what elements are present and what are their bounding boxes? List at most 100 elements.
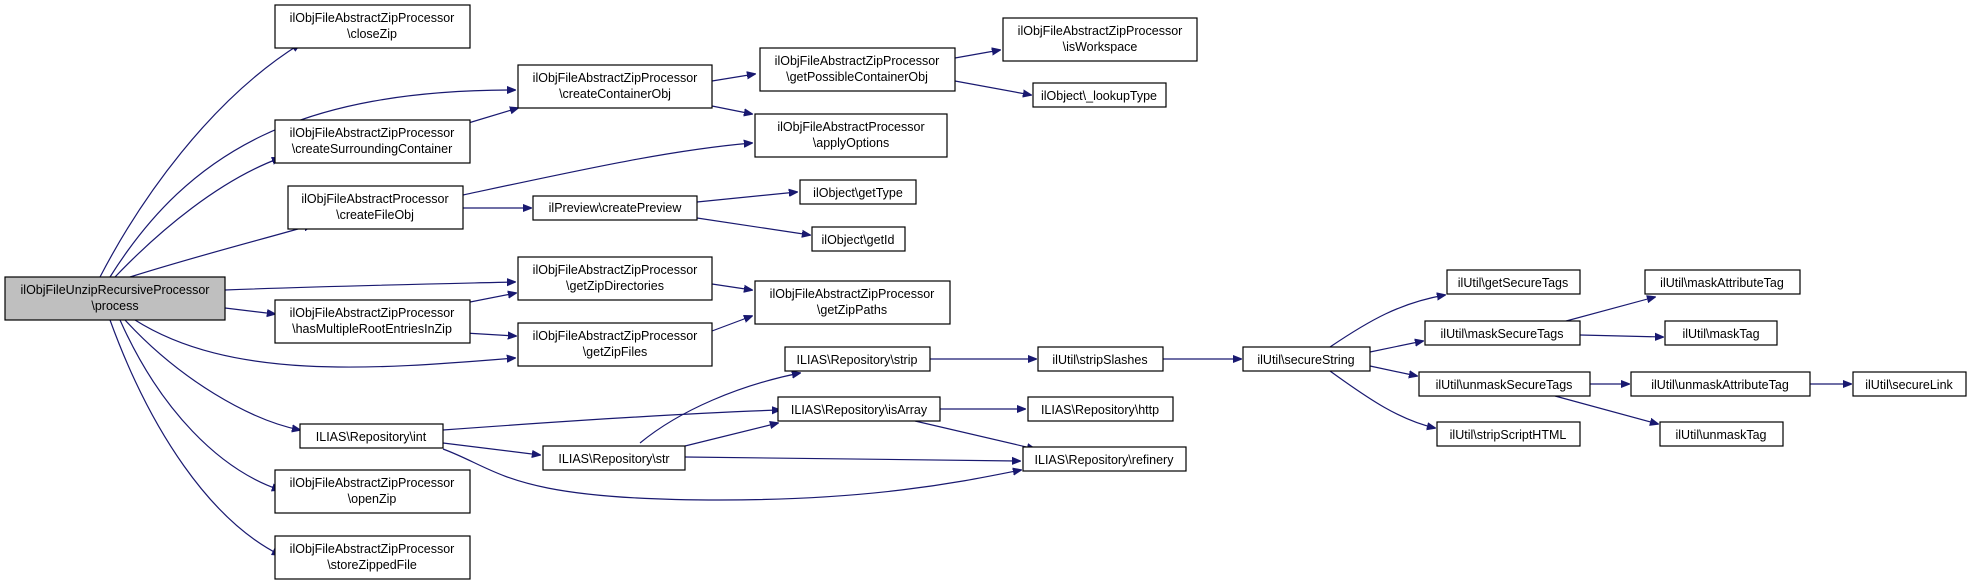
node-maskAttributeTag[interactable]: ilUtil\maskAttributeTag (1644, 269, 1801, 295)
edge-getPossibleContainerObj-to-isWorkspace (954, 50, 1000, 59)
node-secureString-line1: ilUtil\secureString (1257, 353, 1354, 367)
node-secureLink[interactable]: ilUtil\secureLink (1852, 371, 1967, 397)
node-repoInt-line1: ILIAS\Repository\int (316, 430, 427, 444)
node-getZipPaths-line2: \getZipPaths (817, 303, 887, 317)
edge-secureString-to-unmaskSecureTags (1369, 365, 1417, 376)
edge-repoStr-to-repoIsArray (684, 423, 778, 447)
node-unmaskTag-line1: ilUtil\unmaskTag (1675, 428, 1766, 442)
node-hasMultiple-line2: \hasMultipleRootEntriesInZip (292, 322, 452, 336)
node-createFileObj[interactable]: ilObjFileAbstractProcessor \createFileOb… (287, 185, 464, 230)
node-getZipFiles-line2: \getZipFiles (583, 345, 648, 359)
edge-root-to-closeZip (99, 44, 300, 278)
node-getZipDirectories[interactable]: ilObjFileAbstractZipProcessor \getZipDir… (517, 256, 713, 301)
edge-createContainerObj-to-getPossibleContainerObj (711, 74, 755, 82)
node-getId-line1: ilObject\getId (822, 233, 895, 247)
node-closeZip[interactable]: ilObjFileAbstractZipProcessor \closeZip (274, 4, 471, 49)
edge-repoStr-to-repoRefinery (684, 456, 1020, 461)
edge-root-to-createContainerObj (109, 90, 515, 278)
node-hasMultipleRootEntriesInZip[interactable]: ilObjFileAbstractZipProcessor \hasMultip… (274, 299, 471, 344)
edge-createPreview-to-getId (696, 217, 810, 235)
edge-root-to-getZipFiles (134, 319, 515, 368)
node-isWorkspace[interactable]: ilObjFileAbstractZipProcessor \isWorkspa… (1002, 17, 1198, 62)
edge-getPossibleContainerObj-to-lookupType (954, 80, 1031, 95)
edge-createPreview-to-getType (696, 192, 797, 203)
node-createContainerObj[interactable]: ilObjFileAbstractZipProcessor \createCon… (517, 64, 713, 109)
node-unmaskSecureTags[interactable]: ilUtil\unmaskSecureTags (1418, 371, 1591, 397)
edge-repoIsArray-to-repoRefinery (914, 420, 1035, 449)
edge-secureString-to-getSecureTags (1329, 295, 1445, 348)
edges (99, 44, 1851, 555)
node-repoIsArray[interactable]: ILIAS\Repository\isArray (777, 396, 941, 422)
node-storeZippedFile[interactable]: ilObjFileAbstractZipProcessor \storeZipp… (274, 535, 471, 580)
edge-unmaskSecureTags-to-unmaskTag (1554, 395, 1658, 424)
node-getZipPaths-line1: ilObjFileAbstractZipProcessor (770, 287, 935, 301)
node-maskTag[interactable]: ilUtil\maskTag (1664, 320, 1778, 346)
node-repoStr[interactable]: ILIAS\Repository\str (542, 445, 686, 471)
edge-root-to-storeZippedFile (109, 319, 280, 555)
node-repoHttp[interactable]: ILIAS\Repository\http (1027, 396, 1174, 422)
node-getSecureTags[interactable]: ilUtil\getSecureTags (1446, 269, 1581, 295)
edge-maskSecureTags-to-maskTag (1579, 335, 1663, 337)
nodes: ilObjFileUnzipRecursiveProcessor \proces… (4, 4, 1967, 580)
node-stripScriptHTML-line1: ilUtil\stripScriptHTML (1450, 428, 1567, 442)
node-secureString[interactable]: ilUtil\secureString (1242, 346, 1371, 372)
node-getPossibleContainerObj-line2: \getPossibleContainerObj (786, 70, 928, 84)
node-createPreview[interactable]: ilPreview\createPreview (532, 195, 698, 221)
edge-root-to-repoInt (124, 319, 300, 430)
node-createFileObj-line2: \createFileObj (336, 208, 414, 222)
node-createContainerObj-line2: \createContainerObj (559, 87, 671, 101)
edge-createContainerObj-to-applyOptions (711, 105, 752, 114)
edge-maskSecureTags-to-maskAttributeTag (1554, 297, 1655, 325)
node-root-line1: ilObjFileUnzipRecursiveProcessor (21, 283, 210, 297)
node-stripScriptHTML[interactable]: ilUtil\stripScriptHTML (1436, 421, 1581, 447)
node-maskAttributeTag-line1: ilUtil\maskAttributeTag (1660, 276, 1784, 290)
node-unmaskSecureTags-line1: ilUtil\unmaskSecureTags (1436, 378, 1573, 392)
node-unmaskTag[interactable]: ilUtil\unmaskTag (1659, 421, 1784, 447)
node-lookupType[interactable]: ilObject\_lookupType (1032, 82, 1167, 108)
edge-getZipDirectories-to-getZipPaths (711, 283, 752, 290)
node-repoStrip-line1: ILIAS\Repository\strip (797, 353, 918, 367)
node-createContainerObj-line1: ilObjFileAbstractZipProcessor (533, 71, 698, 85)
node-getZipPaths[interactable]: ilObjFileAbstractZipProcessor \getZipPat… (754, 280, 951, 325)
node-stripSlashes[interactable]: ilUtil\stripSlashes (1037, 346, 1164, 372)
node-openZip-line1: ilObjFileAbstractZipProcessor (290, 476, 455, 490)
node-maskTag-line1: ilUtil\maskTag (1682, 327, 1759, 341)
node-applyOptions-line2: \applyOptions (813, 136, 889, 150)
node-getId[interactable]: ilObject\getId (811, 226, 906, 252)
node-repoRefinery[interactable]: ILIAS\Repository\refinery (1022, 446, 1187, 472)
node-maskSecureTags-line1: ilUtil\maskSecureTags (1441, 327, 1564, 341)
node-applyOptions[interactable]: ilObjFileAbstractProcessor \applyOptions (754, 113, 948, 158)
node-openZip[interactable]: ilObjFileAbstractZipProcessor \openZip (274, 469, 471, 514)
edge-createSurroundingContainer-to-createContainerObj (464, 108, 518, 125)
edge-root-to-createSurroundingContainer (114, 158, 280, 278)
node-unmaskAttributeTag[interactable]: ilUtil\unmaskAttributeTag (1630, 371, 1811, 397)
edge-repoInt-to-repoRefinery (442, 448, 1021, 501)
node-closeZip-line1: ilObjFileAbstractZipProcessor (290, 11, 455, 25)
edge-secureString-to-stripScriptHTML (1329, 370, 1435, 428)
node-repoRefinery-line1: ILIAS\Repository\refinery (1035, 453, 1175, 467)
node-getZipFiles[interactable]: ilObjFileAbstractZipProcessor \getZipFil… (517, 322, 713, 367)
node-root-process[interactable]: ilObjFileUnzipRecursiveProcessor \proces… (4, 276, 226, 321)
node-getType-line1: ilObject\getType (813, 186, 903, 200)
node-repoStrip[interactable]: ILIAS\Repository\strip (784, 346, 931, 372)
node-stripSlashes-line1: ilUtil\stripSlashes (1052, 353, 1147, 367)
node-repoHttp-line1: ILIAS\Repository\http (1041, 403, 1159, 417)
node-storeZippedFile-line2: \storeZippedFile (327, 558, 417, 572)
node-repoInt[interactable]: ILIAS\Repository\int (299, 423, 444, 449)
edge-root-to-hasMultipleRootEntriesInZip (224, 307, 275, 314)
node-getType[interactable]: ilObject\getType (799, 179, 917, 205)
edge-root-to-getZipDirectories (224, 282, 515, 291)
node-lookupType-line1: ilObject\_lookupType (1041, 89, 1157, 103)
node-applyOptions-line1: ilObjFileAbstractProcessor (777, 120, 924, 134)
node-createSurroundingContainer[interactable]: ilObjFileAbstractZipProcessor \createSur… (274, 119, 471, 164)
node-isWorkspace-line1: ilObjFileAbstractZipProcessor (1018, 24, 1183, 38)
node-getPossibleContainerObj[interactable]: ilObjFileAbstractZipProcessor \getPossib… (759, 47, 956, 92)
node-createPreview-line1: ilPreview\createPreview (549, 201, 683, 215)
edge-getZipFiles-to-getZipPaths (711, 316, 752, 332)
edge-root-to-openZip (119, 319, 280, 490)
node-maskSecureTags[interactable]: ilUtil\maskSecureTags (1424, 320, 1581, 346)
node-repoIsArray-line1: ILIAS\Repository\isArray (791, 403, 928, 417)
node-getSecureTags-line1: ilUtil\getSecureTags (1458, 276, 1568, 290)
edge-secureString-to-maskSecureTags (1369, 341, 1423, 353)
